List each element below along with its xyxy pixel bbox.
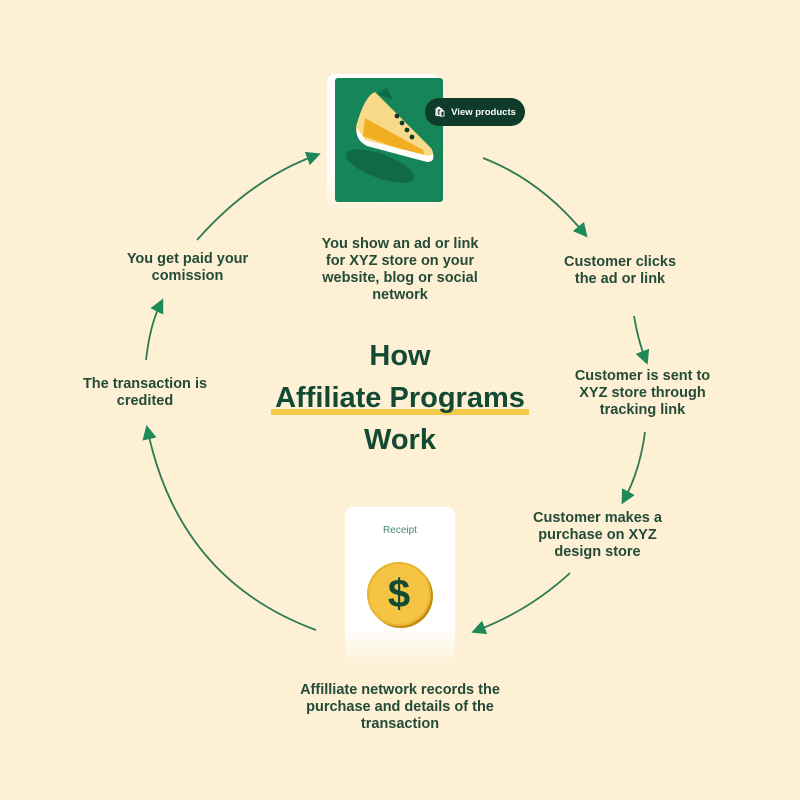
step-5: Affilliate network records the purchase …	[300, 682, 500, 732]
arrow-6	[145, 298, 164, 361]
step-3: Customer is sent to XYZ store through tr…	[574, 368, 711, 418]
step-4: Customer makes a purchase on XYZ design …	[533, 510, 662, 560]
sneaker-icon	[345, 88, 434, 183]
sneaker-image	[335, 78, 443, 202]
step-1: You show an ad or link for XYZ store on …	[321, 236, 479, 303]
arrow-5	[142, 424, 317, 631]
shopping-bag-icon: 🛍	[434, 106, 447, 118]
arrow-4	[471, 572, 571, 635]
step-6: The transaction is credited	[82, 376, 208, 409]
title-line-2: Affiliate Programs	[275, 382, 525, 414]
step-2: Customer clicks the ad or link	[563, 254, 677, 287]
arrow-3	[621, 431, 646, 505]
step-7: You get paid your comission	[126, 251, 249, 284]
view-products-button[interactable]: 🛍 View products	[425, 98, 525, 126]
dollar-coin-icon: $	[367, 562, 431, 626]
arrow-2	[633, 315, 650, 365]
page-title: How Affiliate Programs Work	[250, 335, 550, 461]
title-line-1: How	[369, 340, 431, 372]
receipt-card: Receipt $	[345, 507, 455, 667]
view-products-label: View products	[451, 106, 516, 118]
receipt-label: Receipt	[383, 525, 417, 536]
arrow-1	[482, 157, 588, 238]
arrow-7	[196, 151, 321, 241]
title-line-3: Work	[364, 424, 436, 456]
